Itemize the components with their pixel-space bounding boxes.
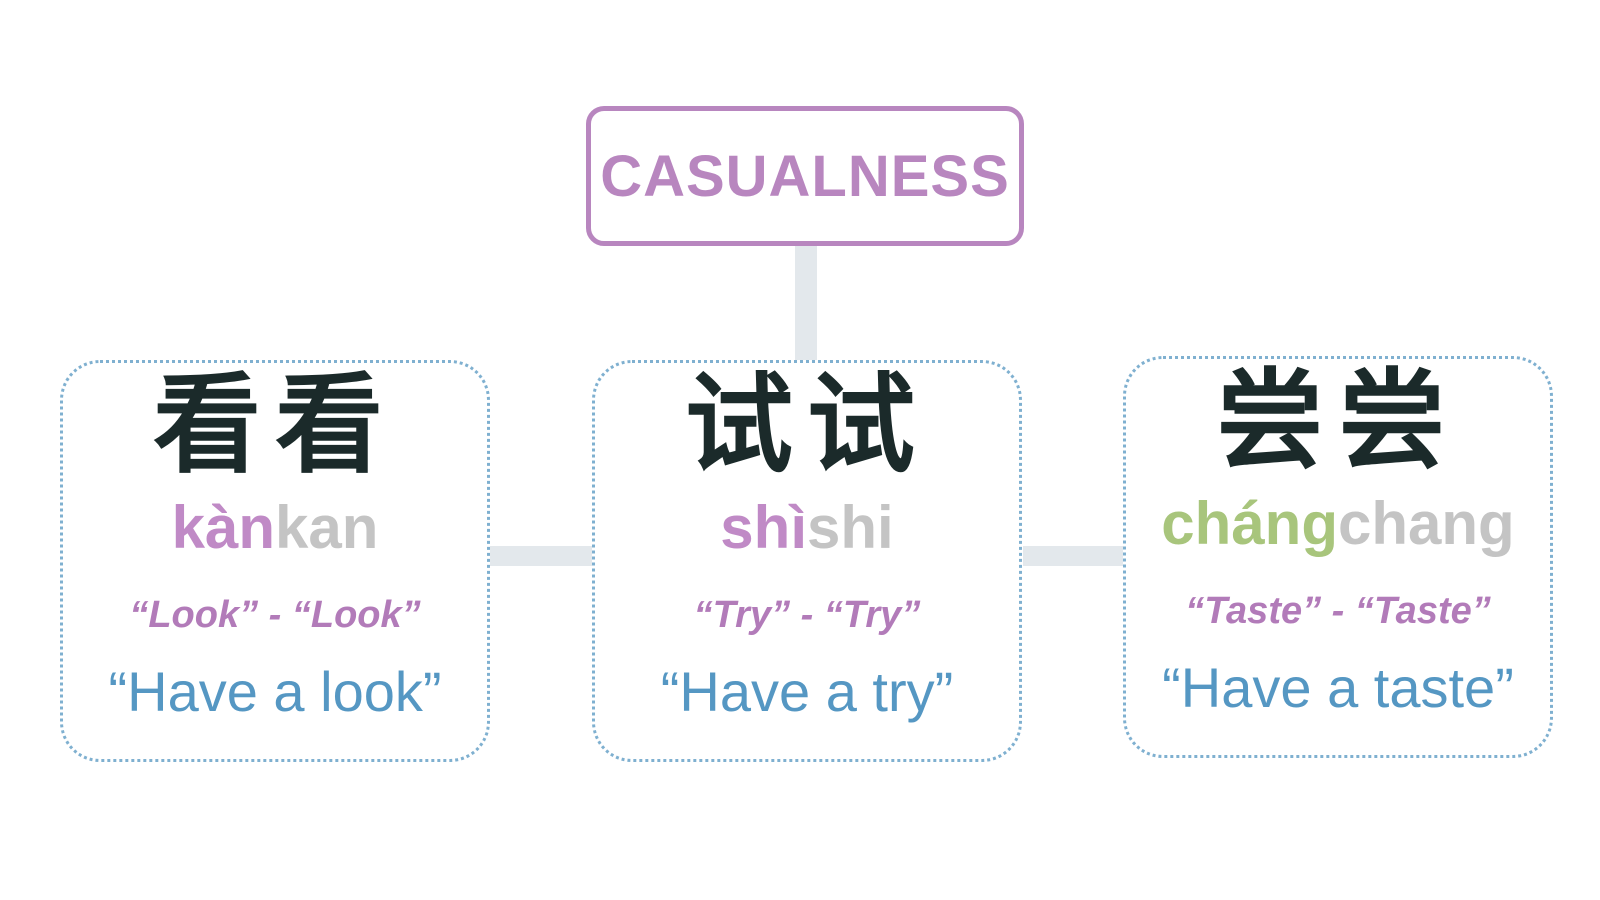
- connector-center-to-right: [1023, 546, 1123, 566]
- root-node: CASUALNESS: [586, 106, 1024, 246]
- card-literal-translation: “Taste” - “Taste”: [1185, 590, 1491, 632]
- card-pinyin: kànkan: [63, 493, 487, 563]
- card-literal-translation: “Try” - “Try”: [693, 594, 921, 636]
- connector-root-to-center: [795, 246, 817, 360]
- card-literal-translation: “Look” - “Look”: [129, 594, 421, 636]
- card-characters: 尝尝: [1215, 358, 1460, 484]
- card-meaning: “Have a look”: [108, 660, 442, 723]
- card-characters: 试试: [684, 362, 929, 488]
- root-node-label: CASUALNESS: [600, 143, 1010, 209]
- pinyin-stressed: kàn: [171, 494, 275, 561]
- card-shishi: 试试 shìshi “Try” - “Try” “Have a try”: [592, 360, 1022, 762]
- card-pinyin: shìshi: [595, 493, 1019, 563]
- connector-left-to-center: [488, 546, 592, 566]
- pinyin-neutral: kan: [275, 494, 379, 561]
- card-changchang: 尝尝 chángchang “Taste” - “Taste” “Have a …: [1123, 356, 1553, 758]
- card-meaning: “Have a try”: [660, 660, 954, 723]
- pinyin-stressed: shì: [720, 494, 807, 561]
- card-kankan: 看看 kànkan “Look” - “Look” “Have a look”: [60, 360, 490, 762]
- card-meaning: “Have a taste”: [1162, 656, 1514, 719]
- card-characters: 看看: [152, 362, 397, 488]
- card-pinyin: chángchang: [1126, 489, 1550, 559]
- pinyin-stressed: cháng: [1161, 490, 1338, 557]
- pinyin-neutral: chang: [1338, 490, 1515, 557]
- pinyin-neutral: shi: [807, 494, 894, 561]
